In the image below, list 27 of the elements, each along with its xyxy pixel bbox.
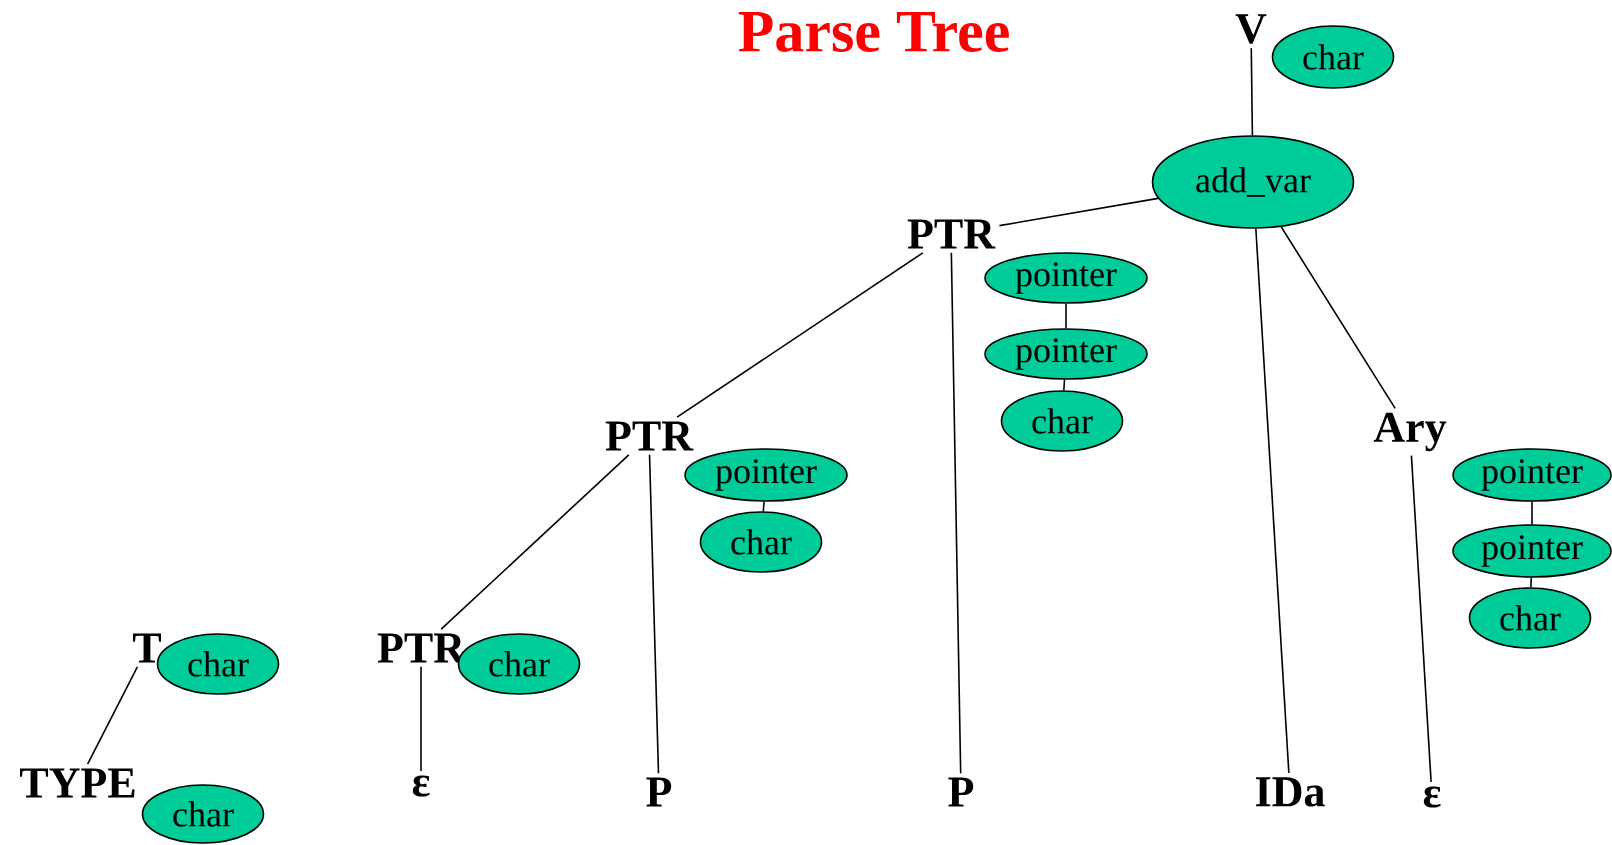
tree-line	[86, 666, 139, 765]
grammar-symbol: V	[1235, 14, 1267, 44]
tree-line	[1530, 577, 1532, 588]
grammar-symbol: Ary	[1373, 412, 1447, 452]
tree-line	[998, 197, 1159, 227]
grammar-symbol: P	[646, 777, 672, 807]
grammar-symbol: ε	[412, 775, 430, 797]
tree-line	[420, 666, 422, 772]
grammar-symbol: TYPE	[20, 768, 135, 798]
grammar-symbol: PTR	[907, 219, 996, 249]
tree-line	[1531, 501, 1533, 525]
grammar-symbol: PTR	[605, 421, 694, 451]
grammar-symbol: ε	[1423, 786, 1441, 808]
tree-line	[1255, 227, 1290, 774]
grammar-symbol: IDa	[1256, 777, 1325, 807]
grammar-symbol: P	[948, 777, 974, 807]
title: Parse Tree	[738, 12, 1009, 52]
tree-line	[762, 501, 765, 512]
tree-line	[440, 454, 630, 630]
tree-line	[1410, 454, 1432, 783]
tree-line	[1250, 47, 1254, 136]
tree-line	[1065, 303, 1067, 329]
tree-line	[648, 454, 660, 774]
tree-line	[1280, 226, 1396, 410]
tree-line	[950, 252, 962, 774]
tree-line	[1063, 379, 1066, 391]
tree-line	[676, 252, 924, 418]
